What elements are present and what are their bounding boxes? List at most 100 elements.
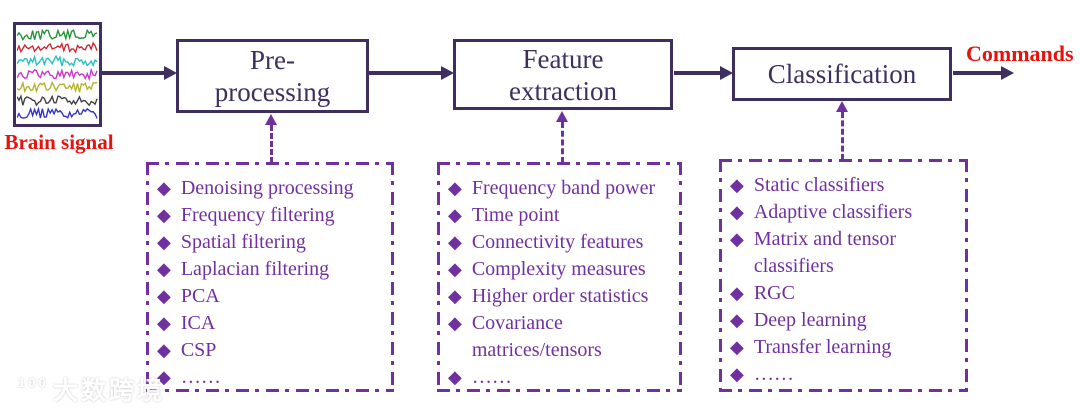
- list-item-label: Deep learning: [753, 309, 867, 331]
- arrow-head-icon: [441, 66, 454, 80]
- list-item: ◆ Frequency filtering: [157, 202, 389, 229]
- list-item: ◆ Spatial filtering: [157, 229, 389, 256]
- arrow-head-icon: [164, 66, 177, 80]
- list-item-label: Transfer learning: [753, 336, 892, 358]
- diamond-bullet-icon: ◆: [157, 205, 171, 225]
- diamond-bullet-icon: ◆: [157, 340, 171, 360]
- stage-box-feature-extraction: Feature extraction: [453, 39, 673, 110]
- diamond-bullet-icon: ◆: [448, 286, 462, 306]
- watermark-text: 大数跨境: [53, 377, 166, 405]
- list-item-label: Static classifiers: [753, 174, 885, 196]
- commands-label: Commands: [966, 41, 1074, 66]
- list-item: ◆ ……: [448, 364, 677, 391]
- dashed-arrow-to-classification: [836, 101, 848, 160]
- list-item: ◆ Time point: [448, 202, 677, 229]
- list-item: ◆ ……: [157, 364, 389, 391]
- stage-label-line: extraction: [509, 75, 617, 106]
- list-item: ◆ PCA: [157, 283, 389, 310]
- list-item-label: ……: [180, 366, 221, 388]
- list-item: ◆ Adaptive classifiers: [730, 199, 963, 226]
- list-item-label: Frequency filtering: [180, 204, 335, 226]
- arrow-head-icon: [720, 66, 733, 80]
- list-item-label: RGC: [753, 282, 795, 304]
- list-item-label: Spatial filtering: [180, 231, 306, 253]
- arrow-feature-to-classification: [674, 65, 733, 81]
- list-item-label: Higher order statistics: [471, 285, 649, 307]
- list-item: ◆ Frequency band power: [448, 175, 677, 202]
- list-item-label: Frequency band power: [471, 177, 656, 199]
- list-item-label: Covariance matrices/tensors: [471, 312, 602, 361]
- dashed-arrow-to-preprocessing: [265, 114, 277, 163]
- diamond-bullet-icon: ◆: [448, 367, 462, 387]
- panel-feature-types: ◆ Frequency band power ◆ Time point ◆ Conne…: [437, 162, 682, 392]
- list-item-label: ……: [471, 366, 512, 388]
- list-item-label: Denoising processing: [180, 177, 354, 199]
- list-item: ◆ Denoising processing: [157, 175, 389, 202]
- list-item: ◆ Transfer learning: [730, 334, 963, 361]
- arrow-head-icon: [1001, 66, 1014, 80]
- stage-box-preprocessing: Pre- processing: [176, 39, 369, 113]
- dashed-arrow-to-feature-extraction: [556, 111, 568, 163]
- diamond-bullet-icon: ◆: [730, 283, 744, 303]
- list-item: ◆ Higher order statistics: [448, 283, 677, 310]
- diamond-bullet-icon: ◆: [730, 229, 744, 249]
- stage-box-classification: Classification: [732, 47, 952, 101]
- panel-preprocessing-methods: ◆ Denoising processing ◆ Frequency filteri…: [146, 162, 394, 392]
- stage-label-line: Pre-: [250, 45, 295, 75]
- diamond-bullet-icon: ◆: [448, 178, 462, 198]
- arrow-shaft: [674, 71, 720, 75]
- diamond-bullet-icon: ◆: [157, 313, 171, 333]
- diamond-bullet-icon: ◆: [448, 313, 462, 333]
- list-item-label: Adaptive classifiers: [753, 201, 913, 223]
- arrow-preprocessing-to-feature: [369, 65, 454, 81]
- arrow-classification-to-commands: [953, 65, 1014, 81]
- list-item-label: CSP: [180, 339, 217, 361]
- list-item-label: Matrix and tensor classifiers: [753, 228, 897, 277]
- brain-signal-image: [13, 22, 102, 127]
- list-item-label: ……: [753, 363, 794, 385]
- list-item-label: ICA: [180, 312, 216, 334]
- diamond-bullet-icon: ◆: [448, 205, 462, 225]
- brain-signal-label: Brain signal: [4, 130, 114, 154]
- list-item: ◆ Laplacian filtering: [157, 256, 389, 283]
- watermark: 100 大数跨境: [4, 371, 165, 407]
- svg-text:100: 100: [18, 375, 46, 390]
- diamond-bullet-icon: ◆: [157, 232, 171, 252]
- arrow-shaft: [369, 71, 441, 75]
- diamond-bullet-icon: ◆: [730, 202, 744, 222]
- watermark-logo-icon: 100: [6, 375, 46, 403]
- arrow-shaft: [953, 71, 1001, 75]
- diamond-bullet-icon: ◆: [730, 310, 744, 330]
- list-item: ◆ RGC: [730, 280, 963, 307]
- diamond-bullet-icon: ◆: [730, 337, 744, 357]
- diamond-bullet-icon: ◆: [157, 367, 171, 387]
- diamond-bullet-icon: ◆: [730, 175, 744, 195]
- diamond-bullet-icon: ◆: [157, 178, 171, 198]
- panel-classifier-types: ◆ Static classifiers ◆ Adaptive classifier…: [719, 159, 968, 392]
- list-item: ◆ ICA: [157, 310, 389, 337]
- arrow-brain-to-preprocessing: [102, 65, 177, 81]
- diamond-bullet-icon: ◆: [730, 364, 744, 384]
- list-item: ◆ Static classifiers: [730, 172, 963, 199]
- list-item-label: PCA: [180, 285, 220, 307]
- list-item: ◆ Covariance matrices/tensors: [448, 310, 677, 364]
- list-item: ◆ ……: [730, 361, 963, 388]
- list-item: ◆ Complexity measures: [448, 256, 677, 283]
- diamond-bullet-icon: ◆: [157, 259, 171, 279]
- diamond-bullet-icon: ◆: [157, 286, 171, 306]
- list-item-label: Time point: [471, 204, 560, 226]
- stage-label-line: Feature: [522, 43, 604, 74]
- list-item: ◆ Matrix and tensor classifiers: [730, 226, 963, 280]
- list-item: ◆ CSP: [157, 337, 389, 364]
- list-item: ◆ Connectivity features: [448, 229, 677, 256]
- arrow-shaft: [102, 71, 164, 75]
- list-item-label: Complexity measures: [471, 258, 646, 280]
- stage-label-line: processing: [214, 77, 331, 107]
- list-item-label: Laplacian filtering: [180, 258, 330, 280]
- diamond-bullet-icon: ◆: [448, 232, 462, 252]
- list-item: ◆ Deep learning: [730, 307, 963, 334]
- eeg-traces-icon: [17, 27, 98, 119]
- list-item-label: Connectivity features: [471, 231, 644, 253]
- diamond-bullet-icon: ◆: [448, 259, 462, 279]
